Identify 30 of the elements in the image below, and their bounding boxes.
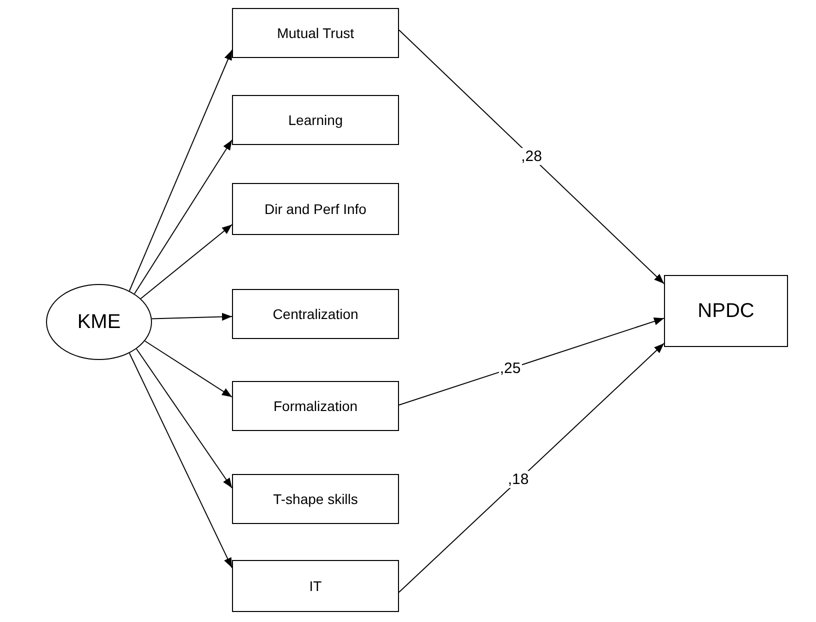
node-label: Mutual Trust	[276, 25, 354, 41]
node-label: Learning	[288, 112, 343, 128]
arrow	[151, 312, 232, 321]
variable-box	[232, 560, 399, 612]
arrow	[398, 318, 664, 406]
edge-label: ,18	[506, 471, 530, 488]
variable-box	[232, 95, 399, 145]
arrow	[136, 348, 232, 488]
variable-box	[232, 474, 399, 524]
arrow	[144, 340, 232, 398]
arrow	[128, 50, 232, 292]
node-label: KME	[77, 310, 121, 334]
arrow	[128, 352, 232, 568]
node-label: NPDC	[698, 300, 754, 322]
node-label: IT	[309, 578, 322, 594]
node-label: Dir and Perf Info	[264, 201, 366, 217]
arrow	[398, 30, 664, 284]
edge-label: ,28	[520, 148, 543, 165]
arrow	[134, 140, 232, 294]
variable-box	[232, 8, 399, 58]
edge-label: ,25	[498, 360, 522, 377]
arrow	[398, 342, 664, 593]
arrow	[140, 224, 232, 300]
node-label: Centralization	[272, 306, 358, 322]
variable-box	[664, 275, 788, 347]
variable-box	[232, 289, 399, 339]
node-label: T-shape skills	[273, 491, 358, 507]
node-label: Formalization	[273, 398, 358, 414]
variable-box	[232, 381, 399, 431]
variable-box	[232, 183, 399, 235]
